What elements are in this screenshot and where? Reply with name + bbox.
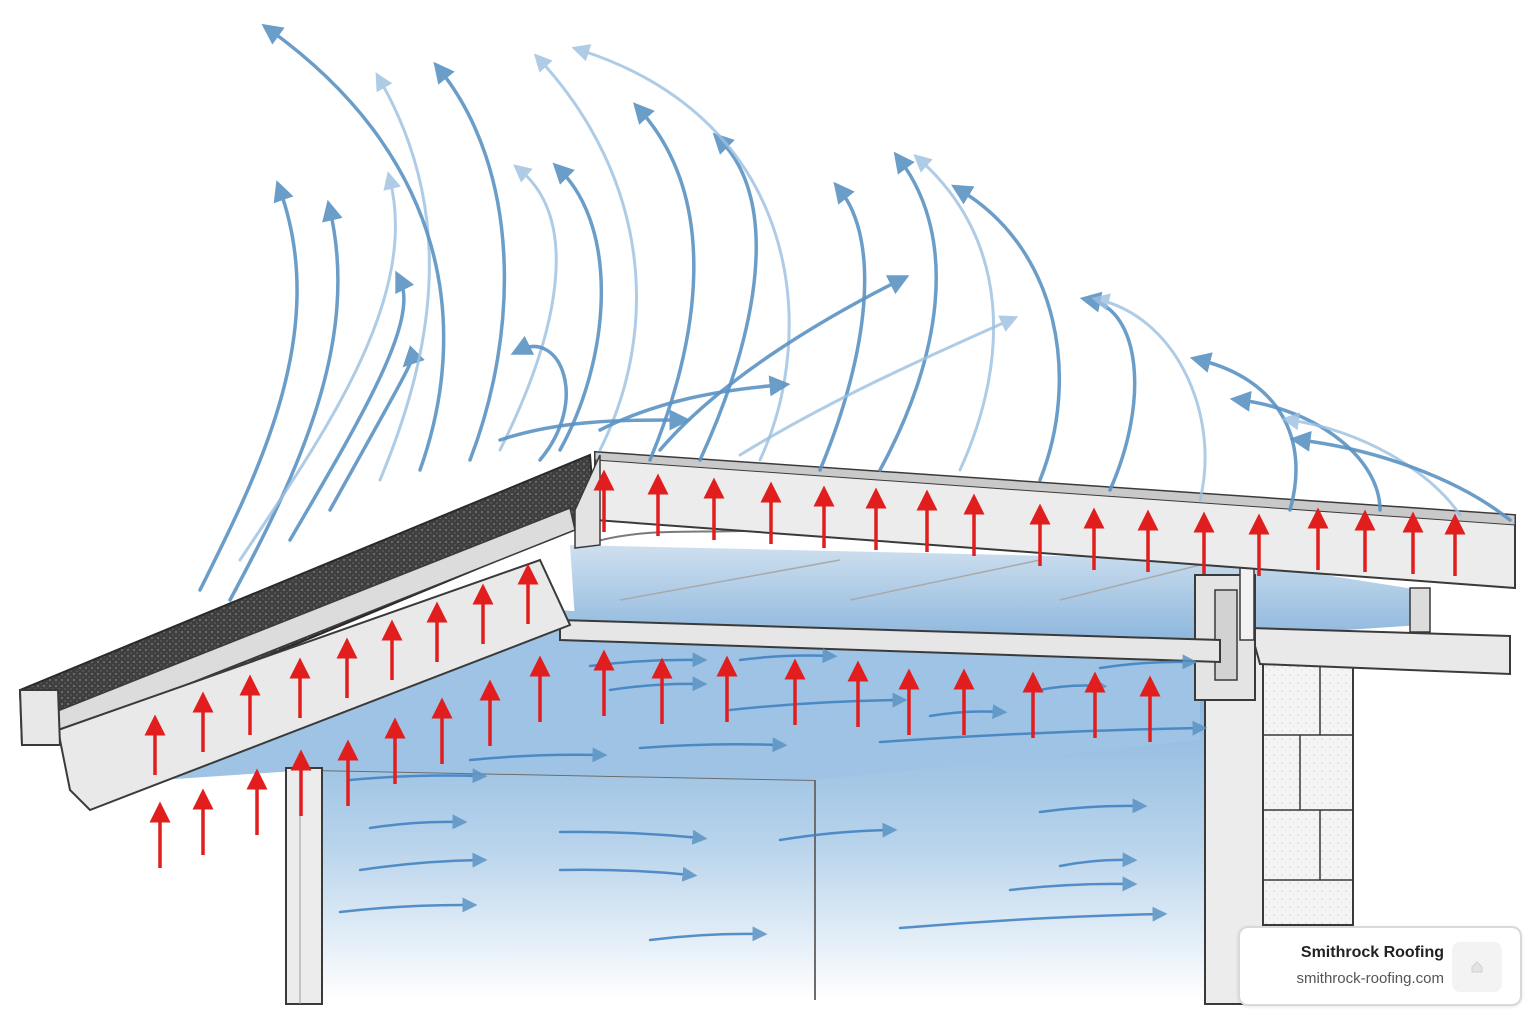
interior-arrow-4 bbox=[1038, 798, 1148, 814]
interior-arrow-21 bbox=[738, 648, 838, 664]
wind-stream-27 bbox=[738, 315, 1019, 457]
wind-stream-3 bbox=[238, 171, 401, 562]
house-logo-icon bbox=[1452, 942, 1502, 992]
interior-arrow-12 bbox=[608, 676, 708, 692]
interior-arrow-5 bbox=[358, 852, 488, 872]
right-wall bbox=[1194, 559, 1511, 1005]
wind-stream-23 bbox=[1229, 390, 1382, 512]
interior-arrow-8 bbox=[1008, 876, 1138, 892]
wind-stream-2 bbox=[228, 199, 343, 602]
wind-stream-7 bbox=[261, 23, 446, 472]
interior-arrow-13 bbox=[728, 692, 908, 712]
interior-arrow-16 bbox=[468, 747, 608, 763]
wind-stream-19 bbox=[951, 184, 1062, 482]
wind-stream-29 bbox=[498, 409, 691, 442]
brand-card[interactable]: Smithrock Roofing smithrock-roofing.com bbox=[1238, 926, 1522, 1006]
wind-stream-10 bbox=[510, 335, 568, 462]
interior-arrow-7 bbox=[1058, 852, 1138, 868]
wind-stream-4 bbox=[288, 270, 415, 542]
interior-arrow-6 bbox=[558, 866, 698, 882]
wind-stream-14 bbox=[698, 132, 758, 462]
eave-soffit bbox=[18, 453, 601, 812]
wind-arrows bbox=[198, 23, 1512, 602]
interior-arrow-2 bbox=[558, 829, 708, 845]
interior-airflow-arrows bbox=[338, 648, 1208, 942]
wind-stream-1 bbox=[198, 180, 299, 592]
interior-arrow-22 bbox=[1098, 654, 1198, 670]
ceiling-joist bbox=[559, 618, 1221, 664]
wind-stream-9 bbox=[498, 164, 558, 452]
wind-stream-20 bbox=[1079, 291, 1137, 492]
wind-stream-28 bbox=[598, 375, 791, 432]
interior-arrow-3 bbox=[778, 822, 898, 842]
wind-stream-12 bbox=[533, 53, 638, 452]
rising-heat-arrows bbox=[144, 469, 1466, 868]
wind-stream-5 bbox=[328, 345, 425, 512]
left-wall bbox=[285, 767, 323, 1005]
interior-arrow-19 bbox=[348, 768, 488, 784]
wind-stream-25 bbox=[1289, 430, 1512, 522]
wind-stream-15 bbox=[571, 44, 791, 462]
brand-url[interactable]: smithrock-roofing.com bbox=[1296, 970, 1444, 987]
wind-stream-11 bbox=[552, 162, 603, 452]
interior-arrow-1 bbox=[368, 814, 468, 830]
wind-stream-13 bbox=[633, 102, 696, 462]
brand-name: Smithrock Roofing bbox=[1300, 944, 1444, 961]
interior-arrow-10 bbox=[898, 906, 1168, 930]
wind-stream-16 bbox=[818, 181, 867, 472]
interior-arrow-18 bbox=[878, 720, 1208, 744]
wind-stream-8 bbox=[433, 61, 507, 462]
interior-arrow-9 bbox=[338, 897, 478, 914]
wind-stream-24 bbox=[1281, 412, 1462, 517]
interior-arrow-17 bbox=[638, 737, 788, 753]
interior-arrow-11 bbox=[648, 926, 768, 942]
wind-stream-6 bbox=[375, 72, 431, 482]
wind-stream-17 bbox=[878, 151, 938, 472]
wind-stream-21 bbox=[1091, 293, 1207, 502]
wind-stream-22 bbox=[1189, 352, 1298, 512]
